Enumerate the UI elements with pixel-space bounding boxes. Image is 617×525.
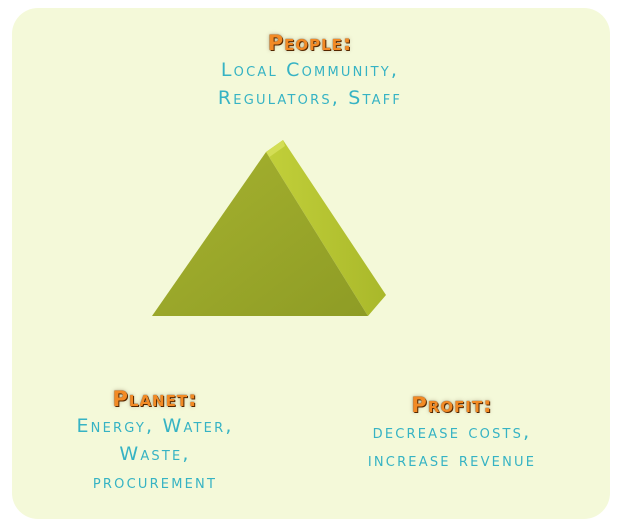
- planet-line-1: Energy, Water,: [76, 415, 234, 437]
- profit-line-1: decrease costs,: [372, 421, 532, 443]
- people-line-1: Local Community,: [220, 59, 400, 81]
- planet-line-2: Waste,: [119, 443, 191, 465]
- people-block: People: Local Community, Regulators, Sta…: [120, 30, 500, 112]
- pyramid-side-face: [266, 140, 386, 316]
- people-heading: People:: [267, 31, 353, 55]
- pyramid-front-face: [152, 152, 368, 316]
- pyramid-edge: [266, 140, 285, 158]
- profit-line-2: increase revenue: [367, 449, 537, 471]
- planet-block: Planet: Energy, Water, Waste, procuremen…: [20, 386, 290, 496]
- profit-block: Profit: decrease costs, increase revenue: [312, 392, 592, 474]
- planet-line-3: procurement: [92, 471, 218, 493]
- people-line-2: Regulators, Staff: [217, 87, 403, 109]
- profit-heading: Profit:: [411, 393, 493, 417]
- planet-heading: Planet:: [112, 387, 198, 411]
